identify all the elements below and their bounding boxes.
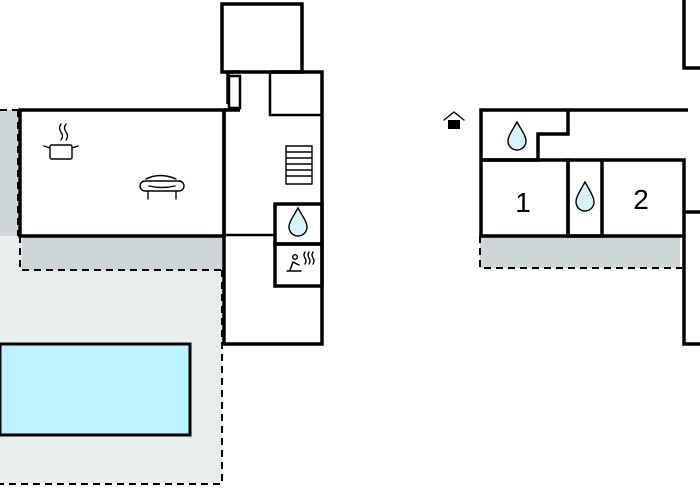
- water-drop-icon: [288, 206, 308, 237]
- stairs-icon: [285, 145, 313, 185]
- top-tower-room: [220, 2, 304, 74]
- small-bathroom: [566, 158, 604, 238]
- terrace-shade-strip: [22, 236, 222, 270]
- living-room: [18, 108, 226, 238]
- room-label-2: 2: [633, 184, 649, 215]
- terrace-dashed-outline: [0, 109, 223, 485]
- left-edge-shade: [0, 110, 18, 236]
- cooking-pot-icon: [43, 123, 79, 160]
- door-marker: [227, 74, 242, 110]
- central-block-outline: [222, 70, 324, 346]
- ground-floor: [0, 2, 324, 485]
- swimming-pool: [0, 342, 192, 437]
- sauna-icon: [286, 251, 315, 272]
- sauna-room: [273, 242, 324, 288]
- upper-floor: 1 2: [443, 0, 700, 346]
- sofa-icon: [139, 174, 185, 200]
- bedroom-2: [602, 158, 686, 212]
- right-lower-tower: [682, 236, 700, 346]
- balcony-shade: [480, 236, 680, 268]
- water-drop-icon: [575, 180, 595, 212]
- right-tower: [682, 0, 700, 70]
- room-label-1: 1: [515, 187, 531, 218]
- water-drop-icon: [507, 120, 527, 151]
- house-icon: [443, 111, 465, 129]
- closet-room: [268, 70, 324, 117]
